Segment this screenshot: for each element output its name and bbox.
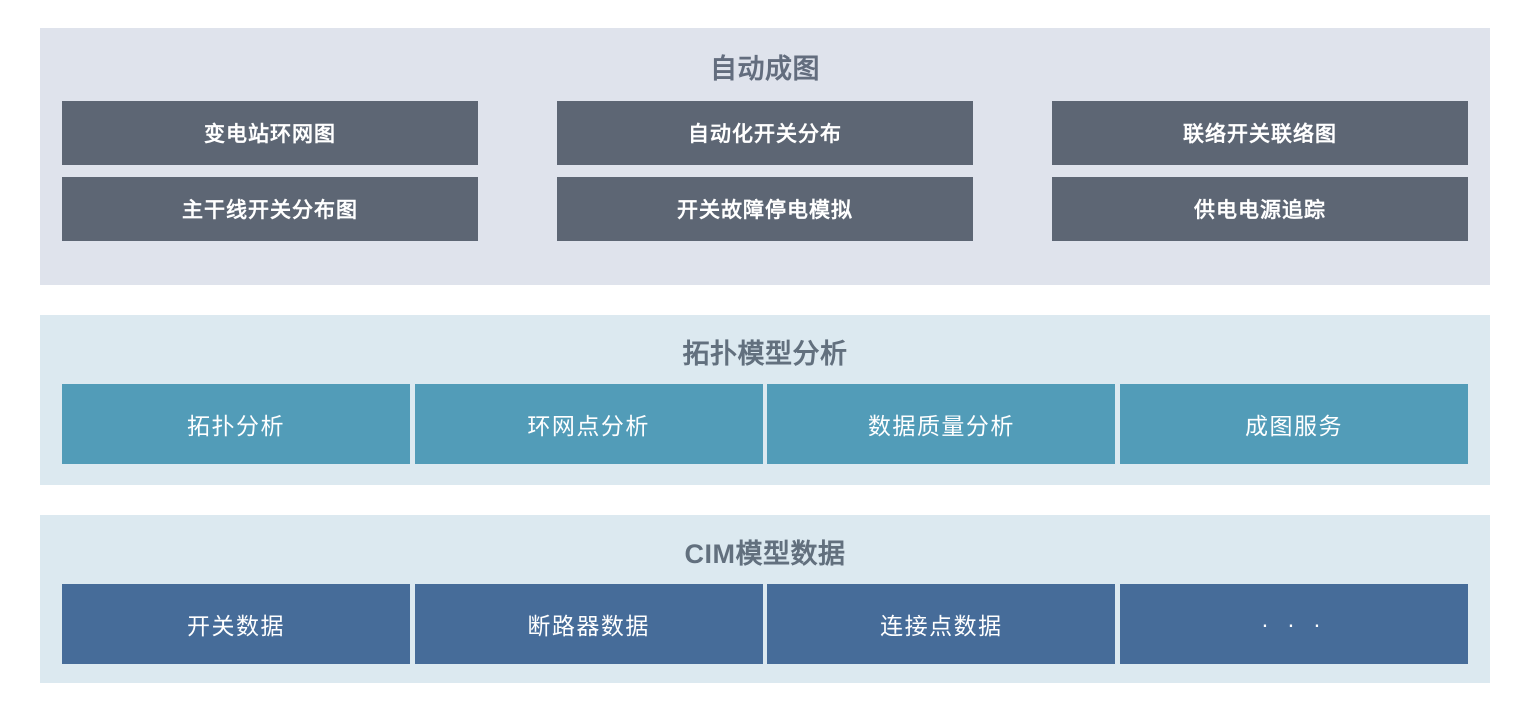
button-label: 数据质量分析 <box>867 413 1015 439</box>
button-connectivity-node-data[interactable]: 连接点数据 <box>767 584 1116 664</box>
button-label: 开关故障停电模拟 <box>677 199 853 222</box>
button-data-quality-analysis[interactable]: 数据质量分析 <box>767 384 1116 464</box>
button-power-supply-source-tracing[interactable]: 供电电源追踪 <box>1052 177 1468 241</box>
panel-gap <box>40 485 1490 515</box>
button-label: 环网点分析 <box>527 413 650 439</box>
button-circuit-breaker-data[interactable]: 断路器数据 <box>414 584 763 664</box>
button-row: 主干线开关分布图 开关故障停电模拟 供电电源追踪 <box>62 177 1468 241</box>
button-topology-analysis[interactable]: 拓扑分析 <box>62 384 410 464</box>
button-label: 断路器数据 <box>527 613 650 639</box>
button-substation-ring-network-diagram[interactable]: 变电站环网图 <box>62 101 478 165</box>
button-switch-data[interactable]: 开关数据 <box>62 584 410 664</box>
button-more-data[interactable]: · · · <box>1119 584 1468 664</box>
button-mapping-service[interactable]: 成图服务 <box>1119 384 1468 464</box>
button-label: 主干线开关分布图 <box>182 199 358 222</box>
button-label: 联络开关联络图 <box>1183 123 1337 146</box>
button-label: 连接点数据 <box>880 613 1003 639</box>
button-row: 变电站环网图 自动化开关分布 联络开关联络图 <box>62 101 1468 165</box>
panel-title-cim-model-data: CIM模型数据 <box>684 539 846 569</box>
button-ring-network-point-analysis[interactable]: 环网点分析 <box>414 384 763 464</box>
button-label: 开关数据 <box>187 613 285 639</box>
panel-cim-model-data: CIM模型数据 开关数据 断路器数据 连接点数据 · · · <box>40 515 1490 683</box>
button-trunk-line-switch-distribution-diagram[interactable]: 主干线开关分布图 <box>62 177 478 241</box>
button-label: 供电电源追踪 <box>1194 199 1326 222</box>
button-label: 成图服务 <box>1244 413 1343 439</box>
button-automation-switch-distribution[interactable]: 自动化开关分布 <box>557 101 973 165</box>
button-label: 变电站环网图 <box>204 123 336 146</box>
button-label: 拓扑分析 <box>187 413 285 439</box>
button-row: 拓扑分析 环网点分析 数据质量分析 成图服务 <box>62 384 1468 464</box>
panel-auto-mapping: 自动成图 变电站环网图 自动化开关分布 联络开关联络图 主干线开关分布图 开关故… <box>40 28 1490 285</box>
panel-title-auto-mapping: 自动成图 <box>710 54 820 84</box>
button-row: 开关数据 断路器数据 连接点数据 · · · <box>62 584 1468 664</box>
panel-topology-model-analysis: 拓扑模型分析 拓扑分析 环网点分析 数据质量分析 成图服务 <box>40 315 1490 485</box>
panel-gap <box>40 285 1490 315</box>
button-label: 自动化开关分布 <box>688 123 842 146</box>
button-switch-fault-outage-simulation[interactable]: 开关故障停电模拟 <box>557 177 973 241</box>
button-label: · · · <box>1261 610 1327 637</box>
button-tie-switch-connection-diagram[interactable]: 联络开关联络图 <box>1052 101 1468 165</box>
panel-title-topology-model-analysis: 拓扑模型分析 <box>682 339 848 369</box>
